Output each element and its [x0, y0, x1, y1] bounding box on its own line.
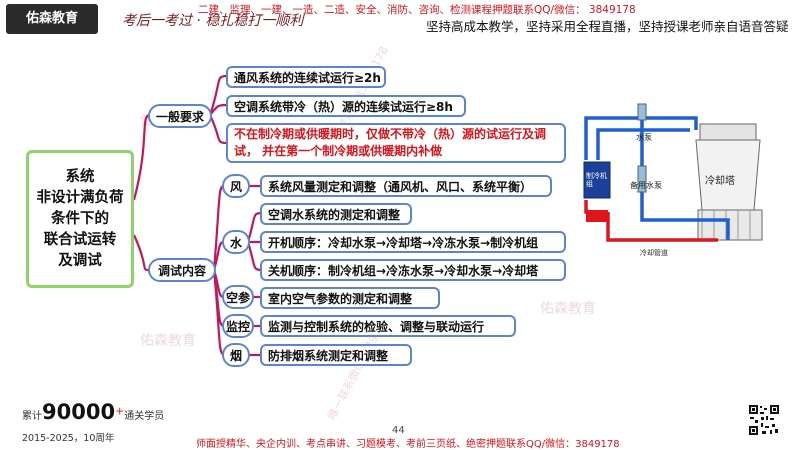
watermark-logo: 佑森教育 [140, 333, 196, 349]
pump-label: 水泵 [636, 133, 652, 142]
tag-monitoring: 监控 [222, 314, 254, 338]
content-water-system: 空调水系统的测定和调整 [260, 203, 412, 225]
page-number: 44 [392, 425, 405, 436]
general-item-off-season: 不在制冷期或供暖期时，仅做不带冷（热）源的试运行及调试， 并在第一个制冷期或供暖… [226, 123, 566, 163]
header-slogan: 坚持高成本教学，坚持采用全程直播，坚持授课老师亲自语音答疑 [426, 19, 789, 34]
brand-logo: 佑森教育 [6, 4, 98, 34]
signature-text: 考后一考过 · 稳扎稳打一顺利 [122, 13, 304, 29]
cooling-water-diagram [583, 103, 763, 242]
content-monitoring-control: 监测与控制系统的检验、调整与联动运行 [260, 315, 516, 337]
standby-pump-label: 备用水泵 [630, 181, 662, 190]
content-startup-order: 开机顺序：冷却水泵→冷却塔→冷冻水泵→制冷机组 [260, 231, 566, 253]
student-count: 累计90000+通关学员 [22, 400, 164, 424]
content-air-volume: 系统风量测定和调整（通风机、风口、系统平衡） [260, 175, 552, 197]
tag-water: 水 [222, 230, 250, 254]
tag-air: 风 [222, 174, 250, 198]
content-indoor-air: 室内空气参数的测定和调整 [260, 287, 440, 309]
red-valve [586, 210, 608, 222]
count-suffix: 通关学员 [124, 411, 165, 422]
tag-air-params: 空参 [222, 285, 254, 309]
footer-promo-red: 师面授精华、央企内训、考点串讲、习题模考、考前三页纸、绝密押题联系QQ/微信：3… [196, 439, 620, 450]
logo-text: 佑森教育 [25, 11, 78, 26]
watermark-logo: 佑森教育 [540, 301, 596, 317]
content-shutdown-order: 关机顺序：制冷机组→冷冻水泵→冷却水泵→冷却塔 [260, 259, 566, 281]
content-smoke-exhaust: 防排烟系统测定和调整 [260, 344, 412, 366]
branch-general-requirements: 一般要求 [148, 104, 212, 128]
header-bar [0, 0, 800, 38]
count-prefix: 累计 [22, 411, 42, 422]
qr-code-icon [748, 404, 780, 436]
general-item-ventilation: 通风系统的连续试运行≥2h [226, 66, 386, 88]
count-plus: + [115, 404, 125, 418]
chiller-unit [583, 161, 611, 199]
chiller-label: 制冷机组 [586, 172, 607, 188]
mindmap-root: 系统 非设计满负荷 条件下的 联合试运转 及调试 [26, 150, 134, 288]
anniversary-text: 2015-2025，10周年 [22, 433, 115, 444]
connector-root-general [132, 113, 151, 201]
header-promo-red: 二建、监理、一建、一造、二造、安全、消防、咨询、检测课程押题联系QQ/微信： 3… [198, 4, 636, 16]
general-item-ac: 空调系统带冷（热）源的连续试运行≥8h [226, 95, 466, 117]
tower-label: 冷却塔 [705, 176, 735, 187]
standby-pump [637, 165, 647, 193]
tag-smoke: 烟 [222, 343, 250, 367]
count-number: 90000 [42, 400, 116, 424]
connector-root-content [132, 234, 151, 272]
root-text: 系统 非设计满负荷 条件下的 联合试运转 及调试 [36, 168, 124, 269]
branch-commissioning-content: 调试内容 [148, 258, 216, 282]
pipe-label: 冷却管道 [640, 249, 668, 257]
